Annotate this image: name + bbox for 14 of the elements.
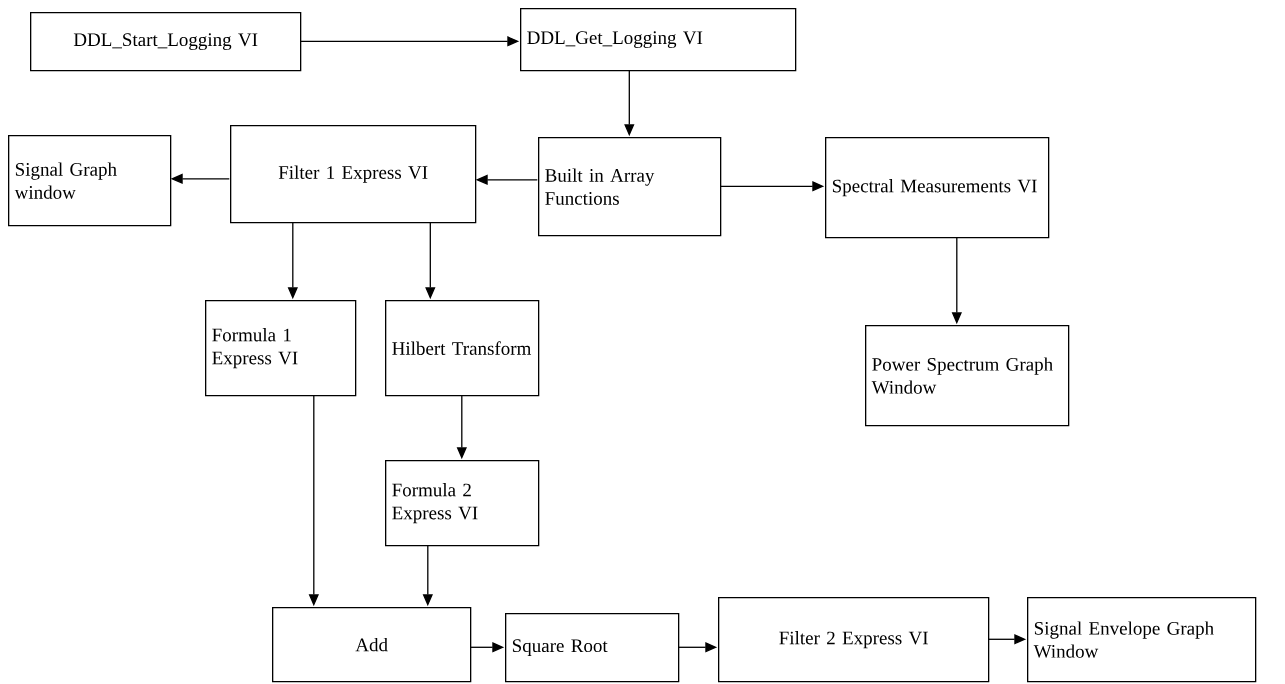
process-box: DDL_Start_Logging VI	[30, 12, 302, 72]
process-box: Signal Graph window	[8, 135, 172, 227]
process-box: Square Root	[505, 613, 680, 683]
process-box: DDL_Get_Logging VI	[520, 8, 797, 72]
process-box: Hilbert Transform	[385, 300, 540, 397]
process-box: Power Spectrum Graph Window	[865, 325, 1070, 427]
process-box: Spectral Measurements VI	[825, 137, 1050, 239]
process-box: Add	[272, 607, 472, 683]
process-box: Formula 2 Express VI	[385, 460, 540, 547]
process-box: Filter 1 Express VI	[230, 125, 477, 224]
process-box: Built in Array Functions	[538, 137, 722, 237]
process-box: Signal Envelope Graph Window	[1027, 597, 1257, 683]
process-box: Filter 2 Express VI	[718, 597, 990, 683]
process-box: Formula 1 Express VI	[205, 300, 357, 397]
